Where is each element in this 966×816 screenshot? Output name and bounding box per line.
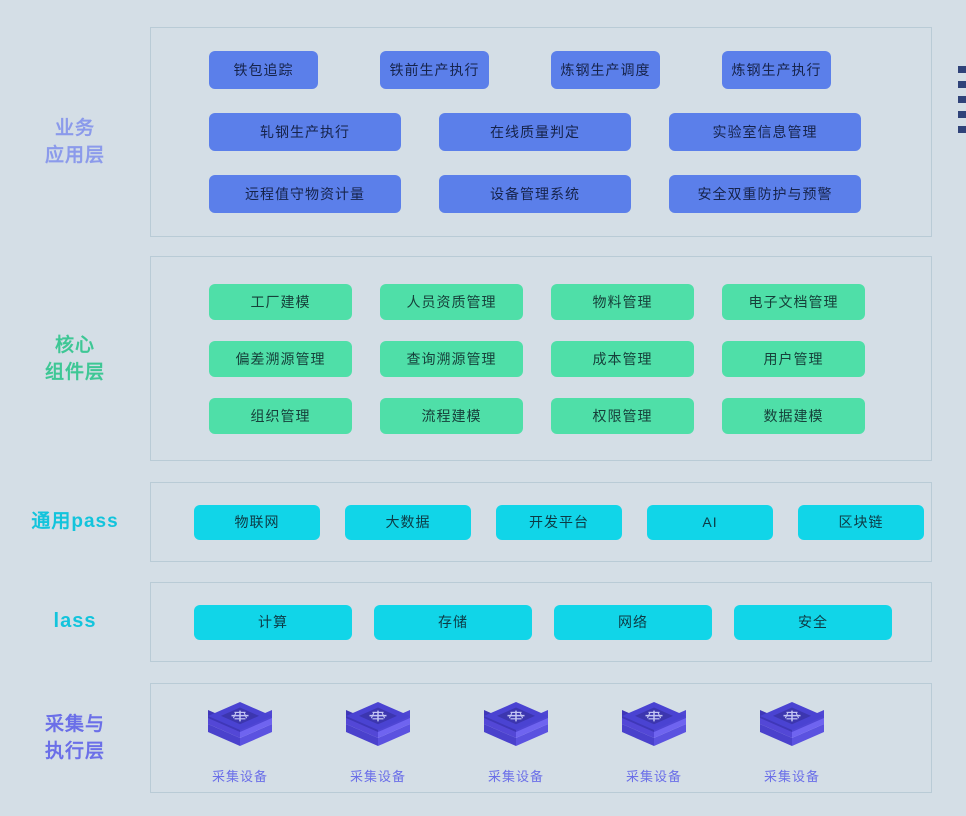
paas-module-development-platform[interactable]: 开发平台 xyxy=(496,504,622,540)
edge-row-1: 采集设备 采集设备 xyxy=(151,691,931,785)
edge-legend-swatch-4 xyxy=(958,111,966,118)
app-module-rolling-production-execution[interactable]: 轧钢生产执行 xyxy=(209,113,401,151)
layer-box-business-application: 铁包追踪 铁前生产执行 炼钢生产调度 炼钢生产执行 轧钢生产执行 在线质量判定 … xyxy=(150,27,932,237)
layer-box-iaas: 计算 存储 网络 安全 xyxy=(150,582,932,662)
layer-label-acquisition-execution: 采集与 执行层 xyxy=(44,714,105,762)
core-row-3: 组织管理 流程建模 权限管理 数据建模 xyxy=(151,397,931,434)
collection-device-label: 采集设备 xyxy=(211,769,268,784)
app-module-steelmaking-production-scheduling[interactable]: 炼钢生产调度 xyxy=(551,51,660,89)
app-module-pre-iron-production-execution[interactable]: 铁前生产执行 xyxy=(380,51,489,89)
collection-device-1[interactable]: 采集设备 xyxy=(199,702,281,785)
paas-module-iot[interactable]: 物联网 xyxy=(194,504,320,540)
core-module-cost-management[interactable]: 成本管理 xyxy=(551,340,694,377)
paas-module-blockchain[interactable]: 区块链 xyxy=(798,504,924,540)
iaas-module-compute[interactable]: 计算 xyxy=(194,604,352,640)
core-module-query-traceability-management[interactable]: 查询溯源管理 xyxy=(380,340,523,377)
edge-legend-swatch-1 xyxy=(958,66,966,73)
core-module-electronic-document-management[interactable]: 电子文档管理 xyxy=(722,283,865,320)
collection-device-icon xyxy=(346,702,410,746)
app-module-laboratory-information-management[interactable]: 实验室信息管理 xyxy=(669,113,861,151)
paas-module-ai[interactable]: AI xyxy=(647,504,773,540)
core-module-data-modeling[interactable]: 数据建模 xyxy=(722,397,865,434)
collection-device-label: 采集设备 xyxy=(763,769,820,784)
paas-module-big-data[interactable]: 大数据 xyxy=(345,504,471,540)
collection-device-label: 采集设备 xyxy=(625,769,682,784)
collection-device-icon xyxy=(760,702,824,746)
collection-device-label: 采集设备 xyxy=(487,769,544,784)
layer-label-general-paas: 通用pass xyxy=(31,511,119,532)
app-module-online-quality-judgement[interactable]: 在线质量判定 xyxy=(439,113,631,151)
layer-box-acquisition-execution: 采集设备 采集设备 xyxy=(150,683,932,793)
layer-box-core-component: 工厂建模 人员资质管理 物料管理 电子文档管理 偏差溯源管理 查询溯源管理 成本… xyxy=(150,256,932,461)
layer-label-iaas: lass xyxy=(53,610,97,632)
edge-legend-swatches xyxy=(958,66,966,141)
iaas-row-1: 计算 存储 网络 安全 xyxy=(151,604,931,640)
app-module-iron-ladle-tracking[interactable]: 铁包追踪 xyxy=(209,51,318,89)
collection-device-label: 采集设备 xyxy=(349,769,406,784)
edge-legend-swatch-3 xyxy=(958,96,966,103)
collection-device-4[interactable]: 采集设备 xyxy=(613,702,695,785)
core-module-personnel-qualification-management[interactable]: 人员资质管理 xyxy=(380,283,523,320)
app-row-2: 轧钢生产执行 在线质量判定 实验室信息管理 xyxy=(151,113,931,151)
core-module-material-management[interactable]: 物料管理 xyxy=(551,283,694,320)
iaas-module-security[interactable]: 安全 xyxy=(734,604,892,640)
collection-device-5[interactable]: 采集设备 xyxy=(751,702,833,785)
layer-label-business-application: 业务 应用层 xyxy=(44,118,105,166)
iaas-module-storage[interactable]: 存储 xyxy=(374,604,532,640)
layer-box-general-paas: 物联网 大数据 开发平台 AI 区块链 xyxy=(150,482,932,562)
edge-legend-swatch-2 xyxy=(958,81,966,88)
app-module-equipment-management-system[interactable]: 设备管理系统 xyxy=(439,175,631,213)
core-module-permission-management[interactable]: 权限管理 xyxy=(551,397,694,434)
collection-device-2[interactable]: 采集设备 xyxy=(337,702,419,785)
core-module-process-modeling[interactable]: 流程建模 xyxy=(380,397,523,434)
collection-device-icon xyxy=(622,702,686,746)
collection-device-icon xyxy=(208,702,272,746)
edge-legend-swatch-5 xyxy=(958,126,966,133)
app-row-1: 铁包追踪 铁前生产执行 炼钢生产调度 炼钢生产执行 xyxy=(151,51,931,89)
app-module-steelmaking-production-execution[interactable]: 炼钢生产执行 xyxy=(722,51,831,89)
core-row-1: 工厂建模 人员资质管理 物料管理 电子文档管理 xyxy=(151,283,931,320)
core-module-factory-modeling[interactable]: 工厂建模 xyxy=(209,283,352,320)
app-row-3: 远程值守物资计量 设备管理系统 安全双重防护与预警 xyxy=(151,175,931,213)
iaas-module-network[interactable]: 网络 xyxy=(554,604,712,640)
core-row-2: 偏差溯源管理 查询溯源管理 成本管理 用户管理 xyxy=(151,340,931,377)
core-module-deviation-traceability-management[interactable]: 偏差溯源管理 xyxy=(209,340,352,377)
core-module-organization-management[interactable]: 组织管理 xyxy=(209,397,352,434)
collection-device-3[interactable]: 采集设备 xyxy=(475,702,557,785)
app-module-remote-material-metering[interactable]: 远程值守物资计量 xyxy=(209,175,401,213)
paas-row-1: 物联网 大数据 开发平台 AI 区块链 xyxy=(151,504,931,540)
collection-device-icon xyxy=(484,702,548,746)
app-module-safety-dual-prevention-and-warning[interactable]: 安全双重防护与预警 xyxy=(669,175,861,213)
layer-label-core-component: 核心 组件层 xyxy=(44,335,105,383)
core-module-user-management[interactable]: 用户管理 xyxy=(722,340,865,377)
